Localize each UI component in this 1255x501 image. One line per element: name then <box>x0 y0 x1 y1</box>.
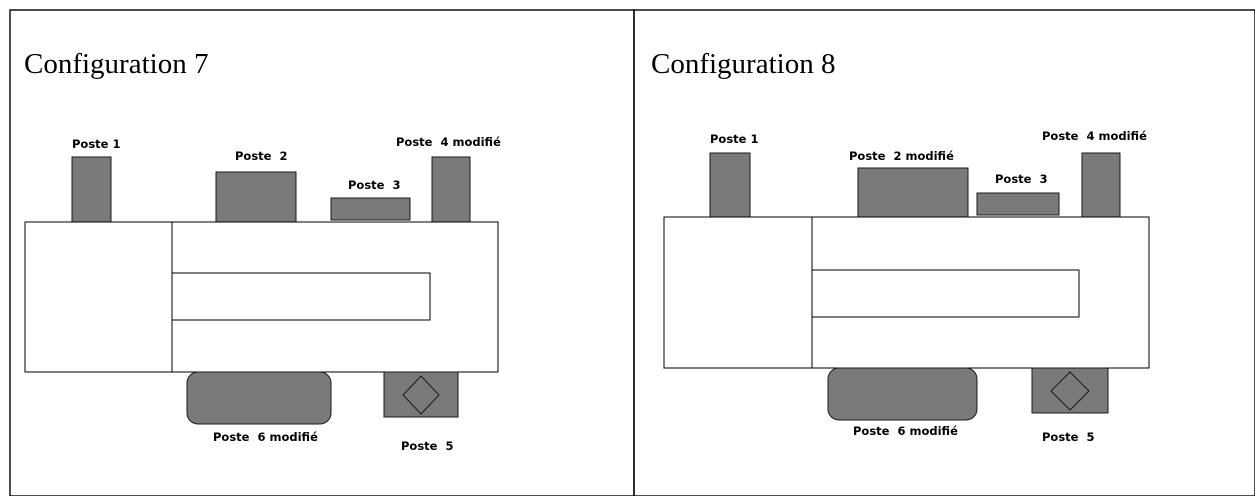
poste-6-station <box>186 371 332 425</box>
panel-configuration-7: Configuration 7 Poste 1 Poste 2 Poste 3 … <box>24 48 501 453</box>
poste-4-label: Poste 4 modifié <box>1042 129 1147 143</box>
storage-block <box>663 216 813 369</box>
poste-1-station <box>709 152 751 218</box>
poste-4-label: Poste 4 modifié <box>396 135 501 149</box>
poste-4-station <box>431 156 471 223</box>
panel-configuration-8: Configuration 8 Poste 1 Poste 2 modifié … <box>651 48 1150 444</box>
poste-3-label: Poste 3 <box>348 178 400 192</box>
poste-1-station <box>71 156 112 223</box>
poste-3-label: Poste 3 <box>995 172 1047 186</box>
panel-title: Configuration 8 <box>651 48 835 80</box>
poste-2-label: Poste 2 <box>235 149 287 163</box>
poste-3-station <box>330 197 411 221</box>
panel-title: Configuration 7 <box>24 48 208 80</box>
poste-4-station <box>1081 152 1121 218</box>
poste-5-diamond <box>1050 371 1090 411</box>
poste-6-label: Poste 6 modifié <box>213 430 318 444</box>
conveyor-loop-inner <box>171 272 431 321</box>
poste-3-station <box>976 192 1060 216</box>
poste-1-label: Poste 1 <box>710 132 758 146</box>
poste-1-label: Poste 1 <box>72 137 120 151</box>
conveyor-loop-inner <box>811 269 1080 318</box>
poste-6-station <box>827 367 978 421</box>
poste-5-station <box>383 371 459 418</box>
poste-5-label: Poste 5 <box>1042 430 1094 444</box>
poste-5-diamond <box>402 375 440 415</box>
storage-block <box>24 221 173 373</box>
poste-5-label: Poste 5 <box>401 439 453 453</box>
poste-6-label: Poste 6 modifié <box>853 424 958 438</box>
poste-2-label: Poste 2 modifié <box>849 149 954 163</box>
poste-2-station <box>857 167 969 218</box>
poste-5-station <box>1031 367 1109 414</box>
poste-2-station <box>215 171 297 223</box>
